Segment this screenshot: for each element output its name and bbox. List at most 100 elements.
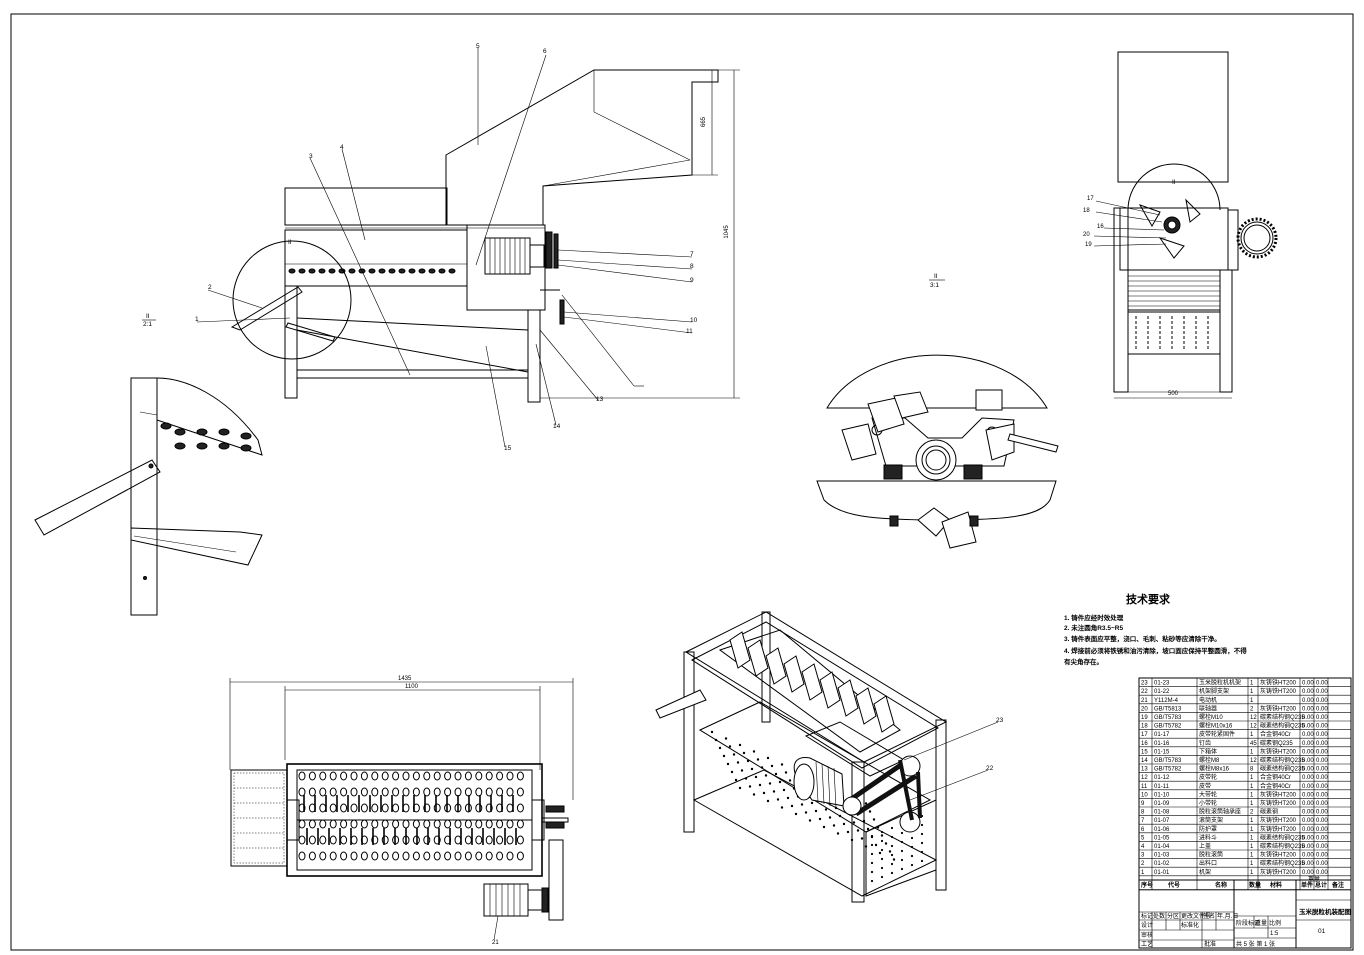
screen-hole (319, 803, 327, 813)
tray-hole (762, 791, 766, 795)
screen-hole (423, 787, 431, 797)
bom-cell: 0.00 (1316, 784, 1328, 790)
bom-cell: 12 (1141, 775, 1148, 781)
panel-hole (900, 867, 904, 871)
bom-cell: 灰铸铁HT200 (1260, 747, 1297, 755)
bom-cell: 01-02 (1154, 861, 1170, 867)
bom-cell: 0.00 (1302, 758, 1314, 764)
bom-cell: 12 (1250, 715, 1257, 721)
screen-hole (360, 819, 368, 829)
bom-cell: 1 (1250, 681, 1254, 687)
screen-hole (423, 803, 431, 813)
bom-cell: 联轴器 (1199, 704, 1217, 712)
bom-cell: 小带轮 (1199, 799, 1217, 807)
bom-cell: 0.00 (1316, 844, 1328, 850)
tb-field-process: 工艺 (1141, 940, 1153, 948)
bom-cell: 0.00 (1302, 741, 1314, 747)
bom-cell: 1 (1250, 844, 1254, 850)
bom-cell: 5 (1141, 835, 1145, 841)
bom-cell: 灰铸铁HT200 (1260, 851, 1297, 859)
bom-cell: 0.00 (1316, 698, 1328, 704)
screen-hole (329, 851, 337, 861)
screen-hole (496, 819, 504, 829)
tray-hole (874, 843, 878, 847)
tray-hole (824, 808, 828, 811)
screen-hole (308, 787, 316, 797)
bom-cell: 脱粒滚筒轴承座 (1199, 808, 1241, 816)
tb-field-standard: 标准化 (1181, 921, 1199, 929)
bom-cell: 皮带轮紧固件 (1199, 730, 1235, 738)
bom-cell: 碳素结构钢Q235 (1260, 842, 1305, 850)
tray-hole (836, 832, 840, 835)
bom-cell: 0.00 (1302, 681, 1314, 687)
dim-height-upper: 665 (701, 116, 707, 127)
bom-cell: GB/T5782 (1154, 724, 1182, 730)
bom-cell: 01-06 (1154, 827, 1170, 833)
screen-hole (298, 803, 306, 813)
bom-cell: 皮带轮 (1199, 773, 1217, 781)
tb-field-stage: 阶段标记 (1236, 919, 1260, 927)
bom-cell: 01-15 (1154, 749, 1170, 755)
rotor-section-detail (816, 354, 1059, 549)
top-view-holes (298, 771, 524, 861)
screen-hole (360, 787, 368, 797)
tech-line-2: 2. 未注圆角R3.5~R5 (1064, 623, 1123, 632)
tray-hole (766, 799, 770, 803)
bom-cell: 灰铸铁HT200 (1260, 790, 1297, 798)
bom-cell: 0.00 (1316, 827, 1328, 833)
tb-field-approve: 批准 (1204, 940, 1216, 948)
screen-hole (381, 851, 389, 861)
screen-hole (319, 819, 327, 829)
bom-cell: 0.00 (1316, 732, 1328, 738)
tray-hole (878, 851, 882, 855)
callout-4: 4 (340, 144, 344, 151)
bom-header-cell: 总计 (1315, 881, 1327, 889)
bom-cell: 10 (1141, 792, 1148, 798)
bom-cell: 螺栓M10x16 (1199, 722, 1233, 730)
screen-hole (485, 771, 493, 781)
callout-18: 18 (1083, 208, 1090, 214)
panel-hole (920, 859, 924, 863)
panel-hole (920, 841, 924, 845)
screen-hole (371, 771, 379, 781)
tray-hole (738, 786, 742, 790)
screen-hole (454, 851, 462, 861)
bom-cell: GB/T5783 (1154, 715, 1182, 721)
bom-cell: 0.00 (1316, 749, 1328, 755)
screen-hole (329, 819, 337, 829)
screen-hole (412, 771, 420, 781)
bom-cell: 1 (1250, 732, 1254, 738)
front-dimensions: 665 1045 (540, 69, 740, 399)
tray-hole (740, 769, 744, 772)
screen-hole (475, 803, 483, 813)
screen-hole (308, 819, 316, 829)
panel-hole (880, 866, 884, 870)
tray-hole (784, 771, 788, 774)
panel-hole (910, 836, 914, 840)
bom-cell: 灰铸铁HT200 (1260, 704, 1297, 712)
panel-hole (890, 826, 894, 830)
bom-cell: 1 (1141, 870, 1145, 876)
panel-hole (870, 861, 874, 865)
tb-field-design: 设计 (1141, 921, 1153, 929)
screen-hole (454, 819, 462, 829)
tray-hole (760, 766, 764, 769)
tray-hole (800, 803, 804, 806)
screen-hole (433, 787, 441, 797)
front-view: II 665 1045 (195, 43, 740, 452)
panel-hole (920, 823, 924, 827)
screen-hole (475, 835, 483, 845)
bom-cell: 18 (1141, 724, 1148, 730)
screen-hole (350, 819, 358, 829)
tray-hole (868, 810, 872, 813)
bom-cell: 20 (1141, 706, 1148, 712)
bom-header-cell: 序号 (1140, 881, 1153, 889)
bom-cell: 碳素结构钢Q235 (1260, 765, 1305, 773)
gear-icon (1240, 221, 1274, 255)
callout-10: 10 (690, 317, 698, 324)
screen-hole (371, 819, 379, 829)
screen-hole (433, 819, 441, 829)
screen-hole (402, 819, 410, 829)
screen-hole (308, 771, 316, 781)
tray-hole (770, 764, 774, 768)
